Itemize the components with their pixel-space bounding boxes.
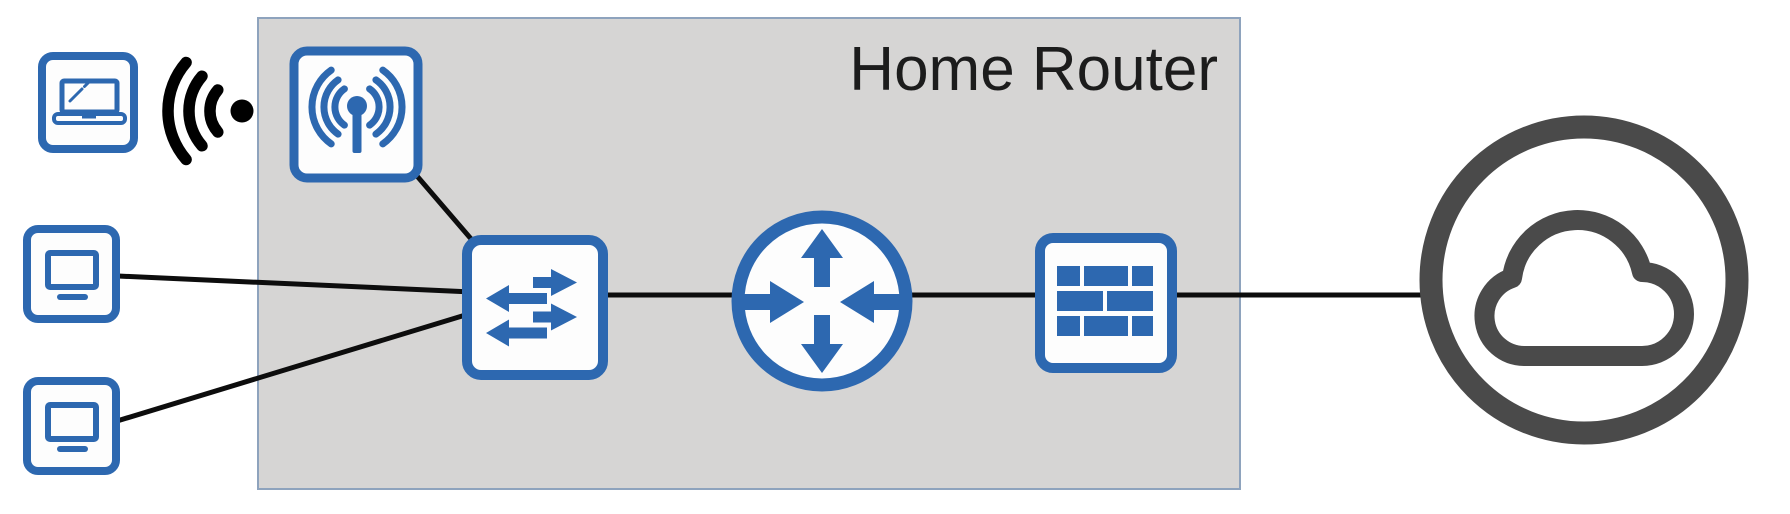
- link-access-point-switch: [414, 173, 475, 243]
- network-switch-icon: [462, 235, 608, 380]
- firewall-icon: [1035, 233, 1177, 373]
- laptop-base-notch: [82, 114, 96, 119]
- cloud-icon: [1419, 115, 1749, 445]
- antenna-mast: [352, 106, 362, 153]
- link-desktop2-switch: [114, 310, 475, 424]
- home-router-label: Home Router: [849, 35, 1218, 104]
- router-icon: [731, 210, 913, 392]
- wireless-access-point-icon: [289, 46, 423, 183]
- desktop-icon-2: [23, 377, 120, 475]
- link-desktop1-switch: [115, 273, 475, 295]
- cloud-shape: [1474, 210, 1694, 366]
- wifi-signal-icon: [162, 56, 254, 166]
- laptop-icon: [38, 52, 138, 153]
- links: [114, 173, 1429, 424]
- laptop-pen-mark: [68, 81, 90, 103]
- wifi-dot: [230, 99, 254, 123]
- desktop-icon-1: [23, 225, 120, 323]
